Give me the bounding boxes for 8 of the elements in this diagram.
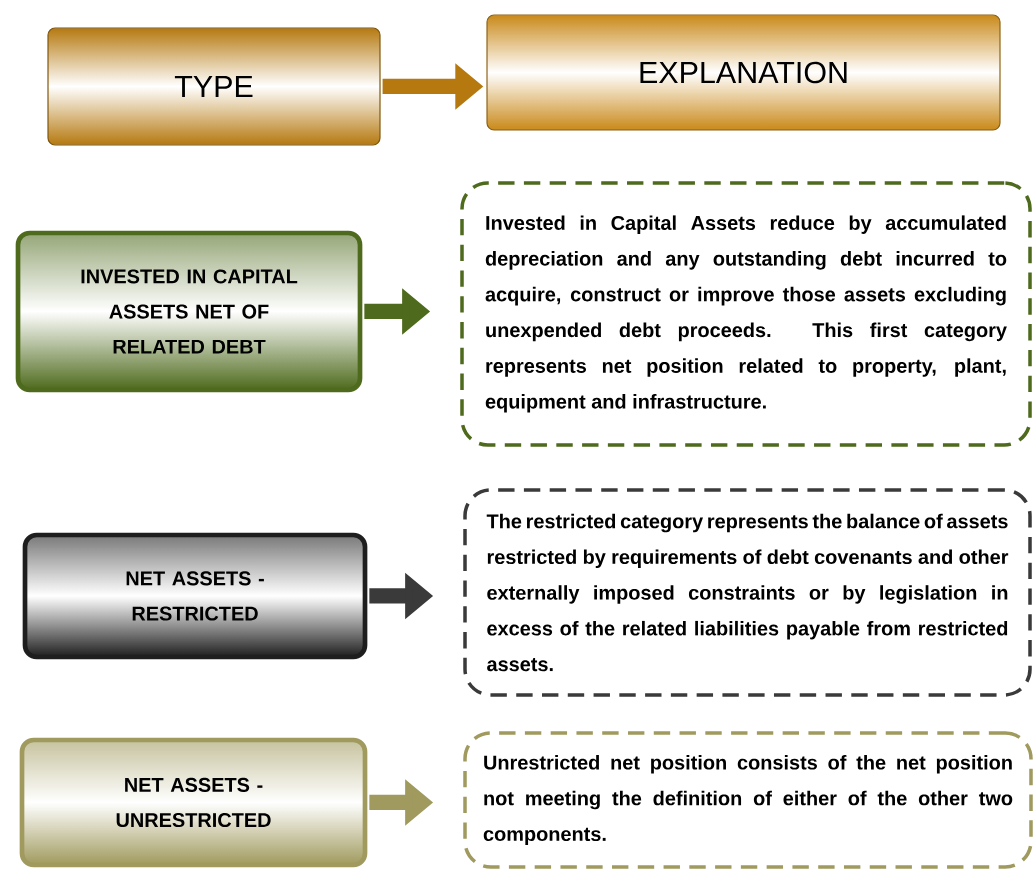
description-box: Invested in Capital Assets reduce by accumulated depreciation and any outstanding debt incurred to acquire, construct or improve those assets excluding unexpended debt proceeds. This first category represents net position related to property, plant, equipment and infrastructure. xyxy=(460,181,1032,447)
type-box: NET ASSETS - UNRESTRICTED xyxy=(19,737,368,868)
description-box: Unrestricted net position consists of the net position not meeting the definition of either of the other two components. xyxy=(463,731,1033,869)
header-box: EXPLANATION xyxy=(486,14,1001,131)
description-box: The restricted category represents the balance of assets restricted by requirements of debt covenants and other externally imposed constraints or by legislation in excess of the related liabilities payable from restricted assets. xyxy=(463,488,1032,697)
type-box: INVESTED IN CAPITAL ASSETS NET OF RELATED DEBT xyxy=(15,230,363,393)
header-box: TYPE xyxy=(47,27,381,146)
type-box: NET ASSETS - RESTRICTED xyxy=(22,532,368,660)
